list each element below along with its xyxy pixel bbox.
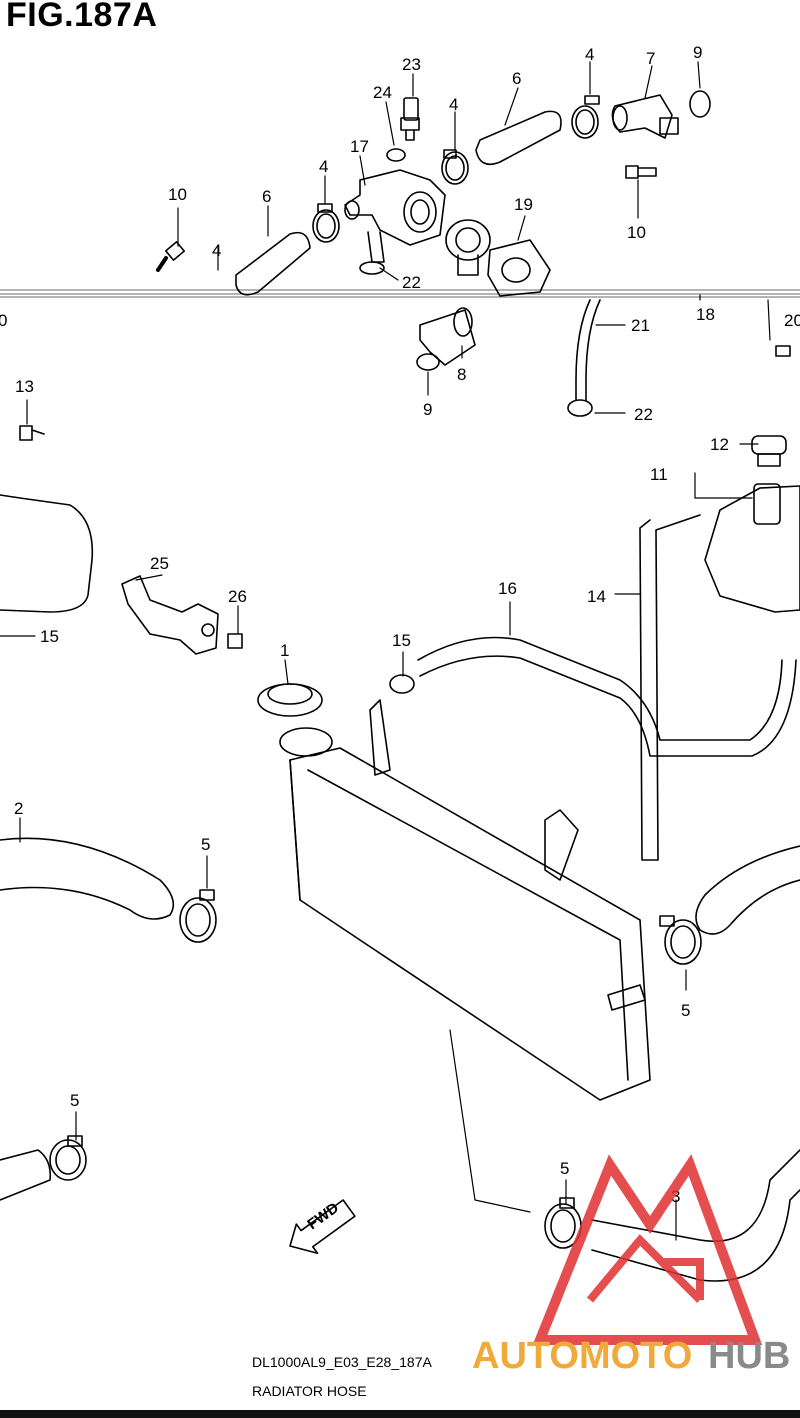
- callout-10: 10: [168, 185, 187, 204]
- o-ring-part-24: [386, 148, 406, 162]
- callout-22: 22: [402, 273, 421, 292]
- callout-5: 5: [560, 1159, 569, 1178]
- callout-6: 6: [512, 69, 521, 88]
- callout-22: 22: [634, 405, 653, 424]
- callout-4: 4: [319, 157, 328, 176]
- figure-name: RADIATOR HOSE: [252, 1383, 367, 1399]
- overflow-hose-part: [639, 514, 701, 861]
- water-hose-part-6a: [475, 110, 562, 166]
- callout-1: 1: [280, 641, 289, 660]
- o-ring-part-9a: [689, 90, 711, 118]
- o-ring-part-9b: [416, 353, 440, 371]
- watermark-brand-secondary: HUB: [708, 1335, 790, 1377]
- hose-clamp-part-4b: [571, 95, 600, 139]
- hose-clamp-part-4c: [312, 203, 340, 243]
- reservoir-tank-left: [0, 494, 94, 613]
- callout-12: 12: [710, 435, 729, 454]
- callout-9: 9: [423, 400, 432, 419]
- bolt-part-26: [227, 633, 243, 649]
- bolt-part-20: [775, 345, 791, 357]
- radiator-part: [279, 699, 651, 1101]
- callout-15: 15: [40, 627, 59, 646]
- callout-7: 7: [646, 49, 655, 68]
- watermark-brand-primary: AUTOMOTO: [472, 1335, 692, 1377]
- callout-0: 0: [0, 311, 7, 330]
- callout-25: 25: [150, 554, 169, 573]
- callout-16: 16: [498, 579, 517, 598]
- callout-20: 20: [784, 311, 800, 330]
- callout-11: 11: [650, 465, 668, 484]
- figure-title: FIG.187A: [6, 0, 158, 34]
- water-hose-part-6b: [235, 231, 311, 296]
- figure-model-code: DL1000AL9_E03_E28_187A: [252, 1354, 432, 1370]
- callout-18: 18: [696, 305, 715, 324]
- callout-24: 24: [373, 83, 392, 102]
- water-outlet-part: [419, 307, 476, 366]
- section-break-line: [0, 289, 800, 298]
- radiator-hose-right-upper: [695, 845, 800, 935]
- callout-23: 23: [402, 55, 421, 74]
- callout-4: 4: [212, 241, 221, 260]
- callout-labels: 23 24 4 6 4 7 9 17 4 10 6 4 19 22 10 0 2…: [0, 43, 800, 1206]
- callout-4: 4: [585, 45, 594, 64]
- hose-clamp-part-22b: [567, 399, 593, 417]
- callout-5: 5: [70, 1091, 79, 1110]
- radiator-hose-lower-left: [0, 1149, 52, 1201]
- reservoir-cap-part: [751, 435, 787, 467]
- callout-4: 4: [449, 95, 458, 114]
- callout-17: 17: [350, 137, 369, 156]
- hose-clamp-part-5b: [659, 915, 702, 965]
- thermostat-part: [445, 219, 491, 276]
- callout-15: 15: [392, 631, 411, 650]
- callout-3: 3: [671, 1187, 680, 1206]
- thermostat-case-part: [487, 239, 551, 297]
- radiator-hose-part-3: [591, 1149, 800, 1282]
- leader-lines: [0, 61, 771, 1241]
- forward-direction-arrow: [289, 1199, 356, 1255]
- callout-19: 19: [514, 195, 533, 214]
- radiator-cap-part: [257, 683, 323, 717]
- hose-clamp-part-4a: [441, 149, 469, 185]
- callout-5: 5: [201, 835, 210, 854]
- thermostat-cover-part: [344, 169, 446, 246]
- callout-8: 8: [457, 365, 466, 384]
- callout-14: 14: [587, 587, 606, 606]
- radiator-hose-part-2: [0, 837, 175, 920]
- callout-13: 13: [15, 377, 34, 396]
- callout-10: 10: [627, 223, 646, 242]
- breather-hose-part-21: [575, 299, 601, 401]
- reservoir-tank-part: [704, 485, 800, 613]
- callout-9: 9: [693, 43, 702, 62]
- bypass-hose-part-22a: [359, 231, 385, 275]
- bolt-part-13: [19, 425, 45, 441]
- bolt-part-10a: [625, 165, 657, 179]
- bottom-edge-bar: [0, 1410, 800, 1418]
- water-pipe-fitting-part: [611, 94, 679, 139]
- callout-26: 26: [228, 587, 247, 606]
- callout-2: 2: [14, 799, 23, 818]
- callout-6: 6: [262, 187, 271, 206]
- reservoir-hose-part: [417, 636, 797, 757]
- hose-clamp-part-15: [389, 674, 415, 694]
- reservoir-bracket-part: [121, 575, 219, 655]
- bolt-part-10b: [156, 241, 186, 272]
- callout-5: 5: [681, 1001, 690, 1020]
- hose-clamp-part-5c: [49, 1135, 87, 1181]
- temperature-sensor-part: [400, 97, 420, 141]
- callout-21: 21: [631, 316, 650, 335]
- watermark-logo: [532, 1154, 763, 1345]
- hose-clamp-part-5a: [179, 889, 217, 943]
